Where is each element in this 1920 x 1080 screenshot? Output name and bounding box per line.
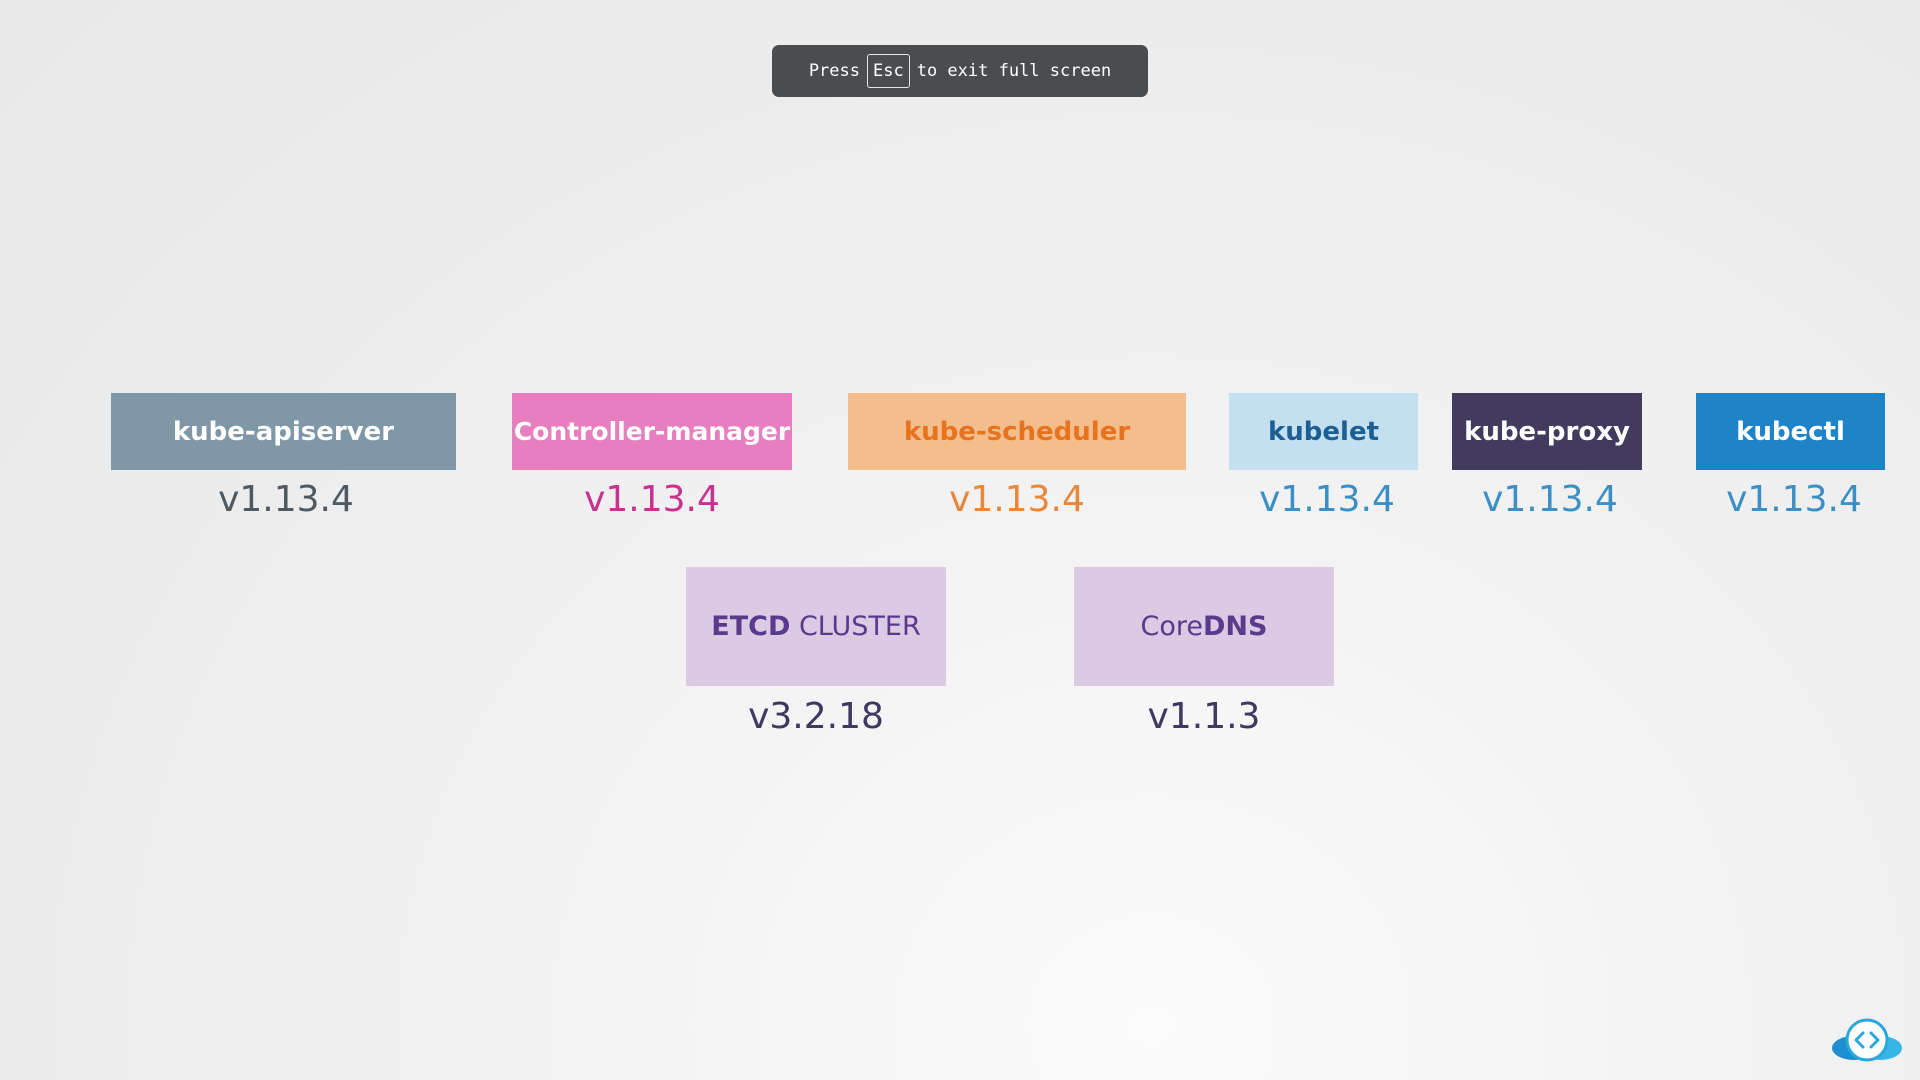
fullscreen-notice-prefix: Press (808, 61, 860, 81)
component-label: kubectl (1736, 416, 1845, 447)
component-version-kubectl: v1.13.4 (1726, 479, 1862, 520)
component-etcd-cluster: ETCD CLUSTER (686, 567, 946, 686)
code-cloud-icon (1830, 1018, 1904, 1064)
component-controller-manager: Controller-manager (512, 393, 792, 470)
component-kube-apiserver: kube-apiserver (111, 393, 456, 470)
component-kube-scheduler: kube-scheduler (848, 393, 1186, 470)
component-label: Controller-manager (513, 417, 791, 446)
coredns-label-light: Core (1140, 611, 1204, 642)
fullscreen-notice: Press Esc to exit full screen (772, 45, 1148, 97)
component-label: kubelet (1267, 416, 1380, 447)
component-label: kube-proxy (1464, 416, 1630, 447)
component-kubectl: kubectl (1696, 393, 1885, 470)
component-version-etcd: v3.2.18 (748, 696, 884, 737)
component-version-kube-proxy: v1.13.4 (1482, 479, 1618, 520)
component-version-coredns: v1.1.3 (1147, 696, 1261, 737)
component-label: kube-apiserver (172, 416, 395, 447)
component-kubelet: kubelet (1229, 393, 1418, 470)
esc-key-hint: Esc (867, 54, 910, 88)
fullscreen-notice-suffix: to exit full screen (916, 61, 1112, 81)
etcd-label-bold: ETCD (711, 611, 791, 642)
component-version-controller-manager: v1.13.4 (584, 479, 720, 520)
component-version-kube-apiserver: v1.13.4 (218, 479, 354, 520)
etcd-label-light: CLUSTER (790, 611, 921, 642)
component-version-kubelet: v1.13.4 (1259, 479, 1395, 520)
component-label: kube-scheduler (903, 416, 1131, 447)
component-version-kube-scheduler: v1.13.4 (949, 479, 1085, 520)
coredns-label-bold: DNS (1203, 611, 1268, 642)
component-kube-proxy: kube-proxy (1452, 393, 1642, 470)
